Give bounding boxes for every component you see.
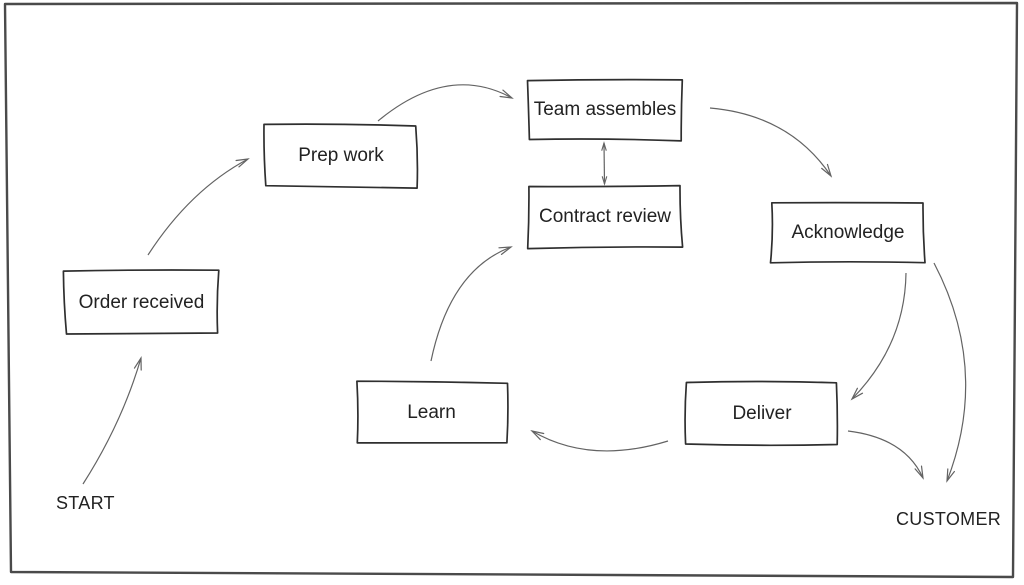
customer-label: CUSTOMER <box>896 509 1002 529</box>
node-box-contract-review <box>526 184 684 250</box>
edge-start-to-order-received <box>82 357 142 485</box>
edge-start-to-order-received-arrowhead <box>133 356 142 371</box>
edge-team-assembles-contract-review <box>603 142 606 185</box>
edge-acknowledge-to-customer <box>933 262 967 482</box>
edge-order-received-to-prep-work <box>147 158 249 256</box>
node-box-order-received <box>62 269 220 335</box>
edge-acknowledge-to-deliver-arrowhead <box>850 387 864 401</box>
node-box-team-assembles <box>526 78 684 142</box>
edge-acknowledge-to-customer-arrowhead <box>946 468 955 483</box>
edge-learn-to-contract-review <box>430 246 512 362</box>
node-box-learn <box>356 380 509 444</box>
edge-acknowledge-to-deliver <box>851 272 907 400</box>
edge-prep-work-to-team-assembles-arrowhead <box>499 89 514 99</box>
edge-prep-work-to-team-assembles <box>377 84 513 122</box>
node-box-prep-work <box>263 123 419 189</box>
edge-learn-to-contract-review-arrowhead <box>498 246 513 255</box>
node-box-deliver <box>684 380 839 447</box>
edge-deliver-to-learn <box>531 430 669 452</box>
start-label: START <box>56 493 115 513</box>
edge-team-assembles-to-acknowledge-arrowhead <box>821 163 833 178</box>
edge-team-assembles-contract-review-arrowhead-bottom <box>601 176 608 186</box>
edge-deliver-to-customer-arrowhead <box>914 465 924 480</box>
edge-team-assembles-contract-review-arrowhead-top <box>601 141 607 151</box>
edge-team-assembles-to-acknowledge <box>709 107 832 177</box>
edge-deliver-to-customer <box>847 430 924 479</box>
edge-order-received-to-prep-work-arrowhead <box>235 158 250 168</box>
outer-border <box>3 1 1019 579</box>
edge-deliver-to-learn-arrowhead <box>530 430 545 441</box>
node-box-acknowledge <box>769 201 926 264</box>
